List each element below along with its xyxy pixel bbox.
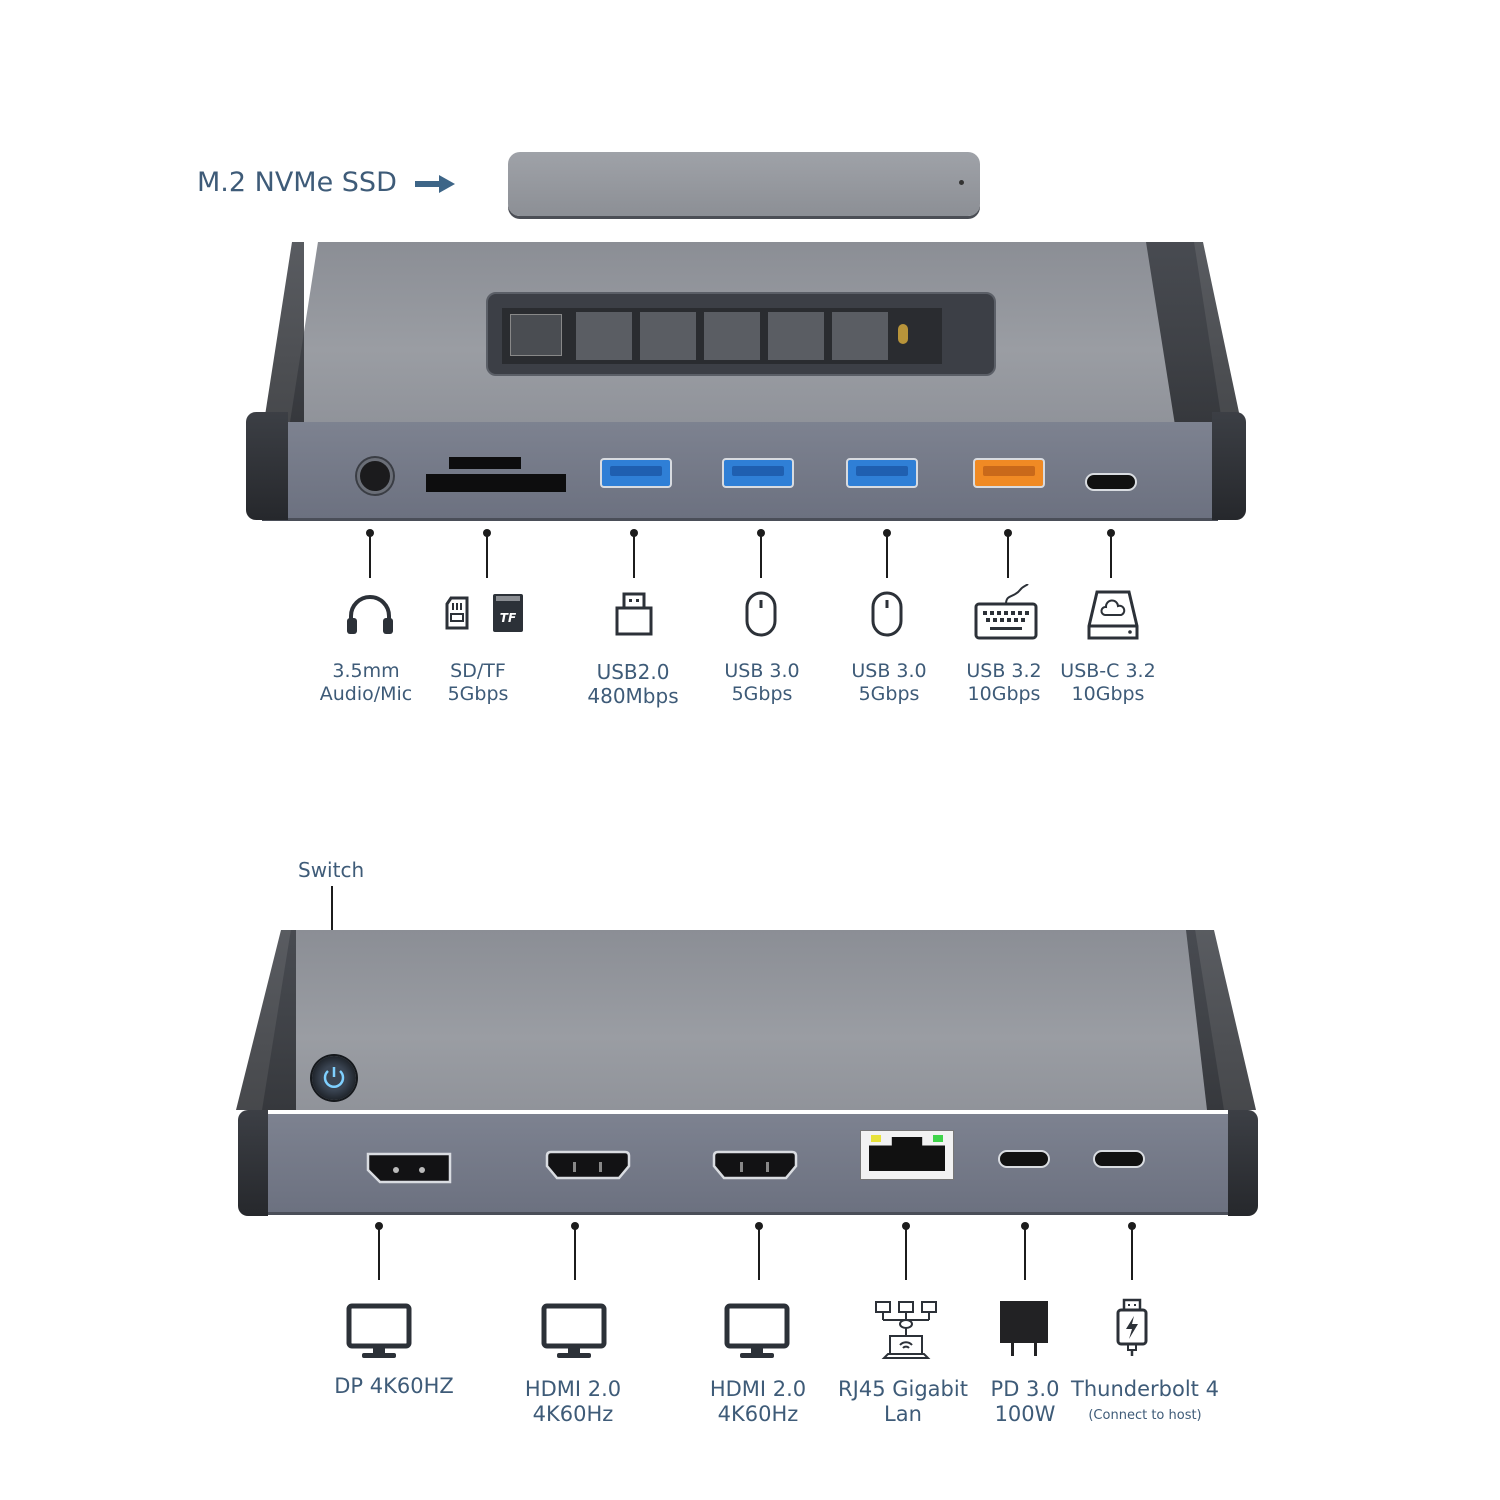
usbc-pd-port[interactable] <box>998 1150 1050 1168</box>
hdmi-port-2[interactable] <box>712 1150 798 1180</box>
sd-card-slot[interactable] <box>426 474 566 492</box>
monitor-icon <box>724 1303 790 1358</box>
arrow-right-icon <box>415 175 455 193</box>
thunderbolt-cable-icon <box>1116 1298 1148 1356</box>
leader-line <box>1021 1222 1029 1280</box>
network-icon <box>875 1301 937 1359</box>
svg-text:TF: TF <box>500 611 517 625</box>
power-switch-button[interactable] <box>312 1056 356 1100</box>
leader-line <box>1128 1222 1136 1280</box>
port-label-thunderbolt4: Thunderbolt 4(Connect to host) <box>1071 1377 1219 1424</box>
monitor-icon <box>346 1303 412 1358</box>
leader-line <box>483 529 491 578</box>
bottom-device <box>236 930 1258 1216</box>
rj45-port[interactable] <box>860 1130 954 1180</box>
leader-line <box>1107 529 1115 578</box>
usb3-port-2[interactable] <box>846 458 918 488</box>
headphones-icon <box>347 595 393 634</box>
usb-stick-icon <box>615 592 653 636</box>
leader-line <box>1004 529 1012 578</box>
leader-line <box>757 529 765 578</box>
leader-line <box>902 1222 910 1280</box>
leader-line <box>375 1222 383 1280</box>
usb32-port[interactable] <box>973 458 1045 488</box>
led-green <box>933 1135 943 1142</box>
port-label-dp: DP 4K60HZ <box>334 1374 454 1398</box>
ssd-cover-plate <box>508 152 980 216</box>
usb3-port-1[interactable] <box>722 458 794 488</box>
top-device <box>0 0 1500 540</box>
usb2-port[interactable] <box>600 458 672 488</box>
mouse-icon <box>745 591 777 637</box>
mouse-icon <box>871 591 903 637</box>
led-yellow <box>871 1135 881 1142</box>
sd-card-icon <box>445 596 469 630</box>
monitor-icon <box>541 1303 607 1358</box>
external-drive-icon <box>1087 590 1139 640</box>
ssd-label: M.2 NVMe SSD <box>197 167 397 198</box>
tf-card-icon: TF <box>493 594 523 632</box>
audio-jack-port[interactable] <box>357 458 393 494</box>
leader-line <box>630 529 638 578</box>
power-icon <box>323 1067 345 1088</box>
switch-label: Switch <box>298 858 365 882</box>
leader-line <box>755 1222 763 1280</box>
displayport-port[interactable] <box>366 1152 452 1184</box>
power-adapter-icon <box>1000 1301 1048 1356</box>
ssd-window <box>486 292 996 376</box>
usbc32-port[interactable] <box>1085 473 1137 491</box>
hdmi-port-1[interactable] <box>545 1150 631 1180</box>
tf-card-slot[interactable] <box>449 457 521 469</box>
leader-line <box>571 1222 579 1280</box>
leader-line <box>366 529 374 578</box>
leader-line <box>883 529 891 578</box>
thunderbolt4-port[interactable] <box>1093 1150 1145 1168</box>
keyboard-icon <box>974 584 1038 640</box>
